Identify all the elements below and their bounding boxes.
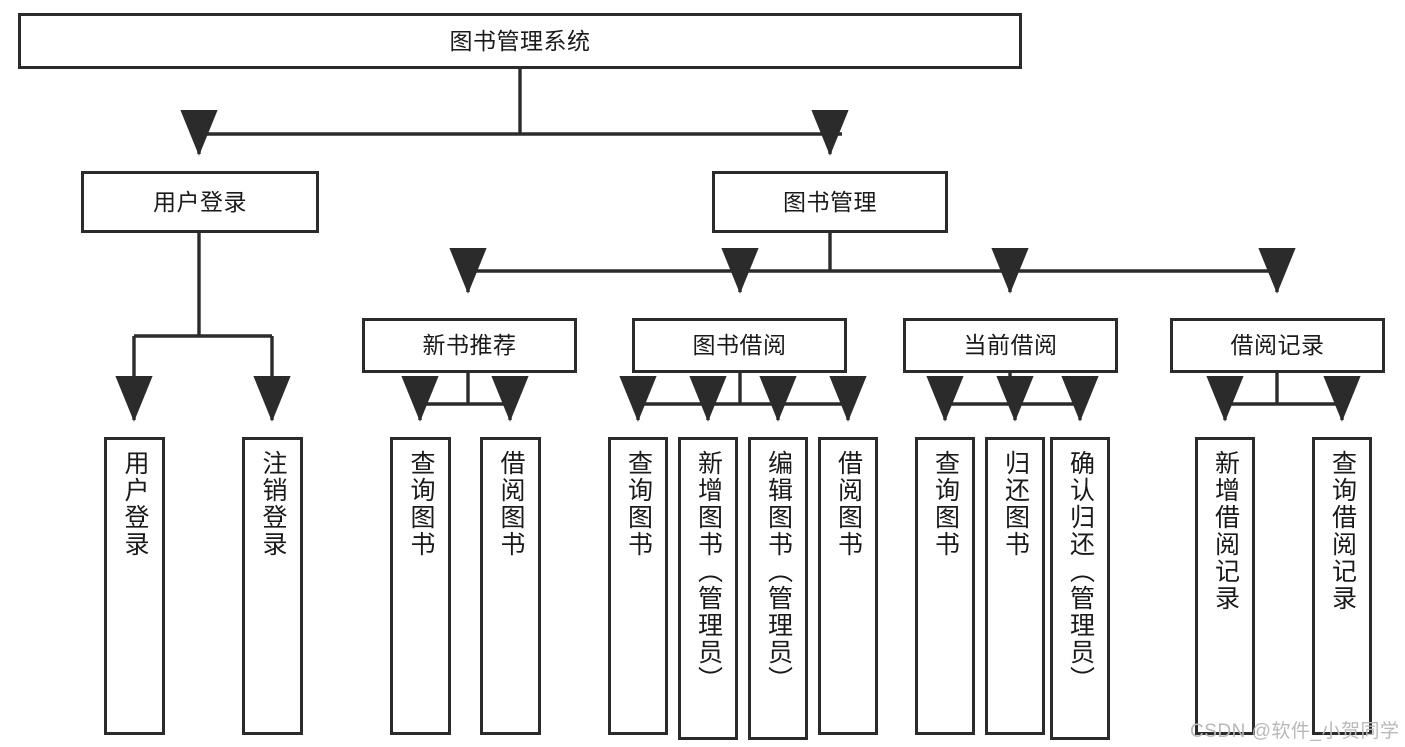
node-new-book-recommend-label: 新书推荐 <box>422 332 517 359</box>
leaf-label: 新增图书（管理员） <box>694 450 723 693</box>
leaf-current-return-book[interactable]: 归还图书 <box>985 437 1045 735</box>
node-root-label: 图书管理系统 <box>449 27 591 54</box>
node-borrow-record-label: 借阅记录 <box>1230 332 1325 359</box>
leaf-borrow-query-book[interactable]: 查询图书 <box>608 437 668 735</box>
leaf-label: 查询借阅记录 <box>1328 450 1357 612</box>
leaf-record-add-record[interactable]: 新增借阅记录 <box>1195 437 1255 735</box>
node-current-borrow[interactable]: 当前借阅 <box>903 318 1118 373</box>
node-book-borrow-label: 图书借阅 <box>692 332 787 359</box>
leaf-label: 用户登录 <box>121 450 149 558</box>
node-user-login[interactable]: 用户登录 <box>81 171 319 233</box>
node-user-login-label: 用户登录 <box>153 188 247 215</box>
node-root[interactable]: 图书管理系统 <box>18 13 1022 69</box>
leaf-label: 查询图书 <box>624 450 653 558</box>
leaf-label: 查询图书 <box>407 450 435 558</box>
leaf-current-confirm-return-admin[interactable]: 确认归还（管理员） <box>1050 437 1110 740</box>
leaf-label: 借阅图书 <box>834 450 863 558</box>
leaf-label: 借阅图书 <box>497 450 525 558</box>
node-book-management[interactable]: 图书管理 <box>712 171 948 233</box>
leaf-borrow-edit-book-admin[interactable]: 编辑图书（管理员） <box>748 437 808 740</box>
leaf-label: 归还图书 <box>1001 450 1030 558</box>
leaf-label: 编辑图书（管理员） <box>764 450 793 693</box>
leaf-recommend-borrow-book[interactable]: 借阅图书 <box>480 437 541 735</box>
node-current-borrow-label: 当前借阅 <box>963 332 1058 359</box>
leaf-label: 确认归还（管理员） <box>1066 450 1095 693</box>
node-book-management-label: 图书管理 <box>783 188 877 215</box>
node-book-borrow[interactable]: 图书借阅 <box>632 318 847 373</box>
leaf-record-query-record[interactable]: 查询借阅记录 <box>1312 437 1372 735</box>
leaf-label: 新增借阅记录 <box>1211 450 1240 612</box>
leaf-label: 查询图书 <box>931 450 960 558</box>
node-new-book-recommend[interactable]: 新书推荐 <box>362 318 577 373</box>
node-borrow-record[interactable]: 借阅记录 <box>1170 318 1385 373</box>
leaf-current-query-book[interactable]: 查询图书 <box>915 437 975 735</box>
leaf-borrow-borrow-book[interactable]: 借阅图书 <box>818 437 878 735</box>
leaf-label: 注销登录 <box>259 450 287 558</box>
leaf-recommend-query-book[interactable]: 查询图书 <box>390 437 451 735</box>
leaf-user-login-logout[interactable]: 注销登录 <box>242 437 303 735</box>
csdn-watermark: CSDN @软件_小贺同学 <box>1190 721 1400 742</box>
leaf-borrow-add-book-admin[interactable]: 新增图书（管理员） <box>678 437 738 740</box>
leaf-user-login-login[interactable]: 用户登录 <box>104 437 165 735</box>
